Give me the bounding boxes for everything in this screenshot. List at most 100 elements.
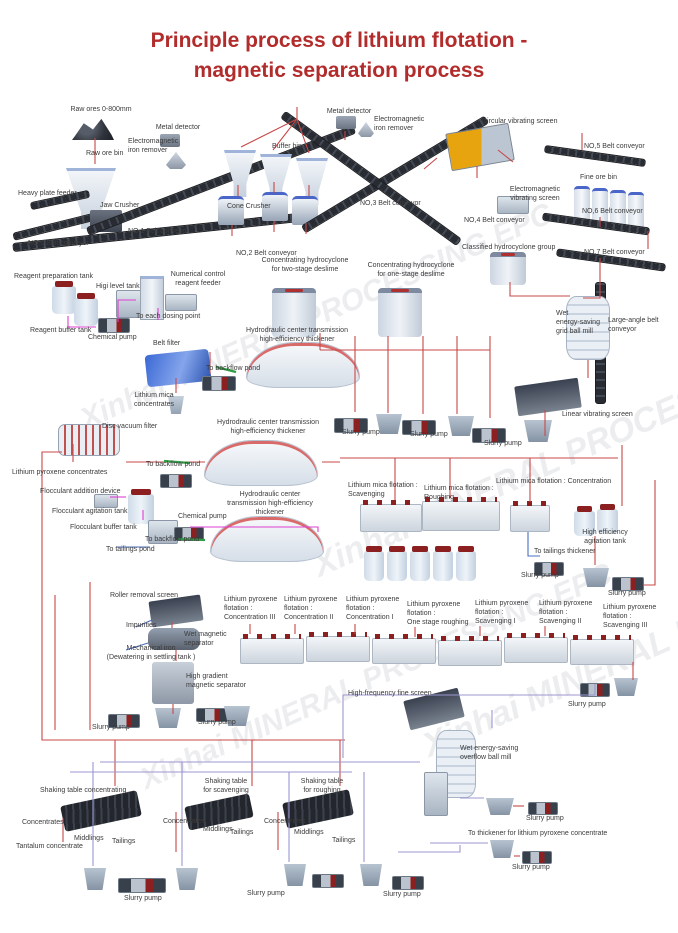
label-mechanical-iron-dewatering-in-settling-tan: Mechanical iron (Dewatering in settling … [106, 645, 196, 661]
label-electromagnetic-iron-remover: Electromagnetic iron remover [374, 116, 425, 132]
mica-concentrate-bin-shape [168, 396, 184, 414]
classified-hydrocyclone-group-shape [490, 252, 526, 285]
label-belt-filter: Belt filter [153, 340, 181, 347]
fine-ore-silo-2-shape [592, 188, 608, 224]
label-roller-removal-screen: Roller removal screen [110, 592, 179, 599]
label-reagent-preparation-tank: Reagent preparation tank [14, 273, 93, 280]
label-slurry-pump: Slurry pump [521, 572, 559, 579]
label-high-frequency-fine-screen: High-frequency fine screen [348, 690, 432, 697]
label-shaking-table-for-scavenging: Shaking table for scavenging [203, 778, 249, 794]
chemical-pump-1-shape [98, 318, 130, 333]
label-electromagnetic-iron-remover: Electromagnetic iron remover [128, 138, 179, 154]
label-buffer-bin: Buffer bin [272, 143, 302, 150]
label-no-4-belt-conveyor: NO,4 Belt conveyor [464, 217, 525, 224]
label-classified-hydrocyclone-group: Classified hydrocyclone group [462, 244, 556, 251]
feed-bin-right-shape [486, 798, 514, 815]
pyroxene-agitation-tank-5-shape [456, 546, 476, 581]
tailings-hopper-shape [583, 568, 609, 587]
label-slurry-pump: Slurry pump [526, 815, 564, 822]
label-fine-ore-bin: Fine ore bin [580, 174, 617, 181]
label-flocculant-addition-device: Flocculant addition device [40, 488, 121, 495]
label-shaking-table-for-roughing: Shaking table for roughing [300, 778, 344, 794]
label-linear-vibrating-screen: Linear vibrating screen [562, 411, 633, 418]
pyroxene-agitation-tank-2-shape [387, 546, 407, 581]
hopper-5-shape [224, 706, 250, 726]
label-slurry-pump: Slurry pump [198, 719, 236, 726]
label-disc-vacuum-filter: Disc vacuum filter [102, 423, 158, 430]
page-title: Principle process of lithium flotation -… [0, 26, 678, 87]
pyroxene-bank-2-shape [306, 632, 370, 662]
slurry-pump-h-shape [528, 802, 558, 815]
control-cabinet-shape [140, 276, 164, 320]
hopper-6-shape [614, 678, 638, 696]
label-circular-vibrating-screen: Circular vibrating screen [482, 118, 558, 125]
hopper-4-shape [155, 708, 181, 728]
hopper-2-shape [448, 416, 474, 436]
title-line-1: Principle process of lithium flotation - [150, 29, 528, 52]
label-numerical-control-reagent-feeder: Numerical control reagent feeder [170, 271, 226, 287]
bottom-bin-2-shape [176, 868, 198, 890]
label-slurry-pump: Slurry pump [342, 429, 380, 436]
slurry-pump-i-shape [522, 851, 552, 864]
fine-ore-silo-1-shape [574, 186, 590, 222]
hopper-1-shape [376, 414, 402, 434]
label-no-0-belt-conveyor: NO,0 Belt conveyor [28, 240, 89, 247]
label-concentrating-hydrocyclone-for-one-stage-d: Concentrating hydrocyclone for one-stage… [367, 262, 455, 278]
label-jaw-crusher: Jaw Crusher [100, 202, 140, 209]
wet-grid-ball-mill-shape [566, 296, 610, 360]
label-metal-detector: Metal detector [155, 124, 201, 131]
label-to-backflow-pond: To backflow pond [146, 461, 201, 468]
slurry-pump-row3-shape [472, 428, 506, 443]
label-electromagnetic-vibrating-screen: Electromagnetic vibrating screen [509, 186, 561, 202]
slurry-pump-c-shape [612, 577, 644, 591]
thickener-3-shape [210, 516, 324, 562]
mica-agitation-tank-2-shape [597, 504, 618, 534]
slurry-pump-b-shape [160, 474, 192, 488]
label-tantalum-concentrate: Tantalum concentrate [16, 843, 83, 850]
slurry-pump-d-shape [534, 562, 564, 576]
label-tailings: Tailings [230, 829, 254, 836]
label-to-backflow-pond: To backflow pond [145, 536, 200, 543]
pyroxene-bank-1-shape [240, 634, 304, 664]
mill-classifier-shape [424, 772, 448, 816]
label-cone-crusher: Cone Crusher [227, 203, 271, 210]
label-chemical-pump: Chemical pump [88, 334, 137, 341]
flocculant-agitation-tank-shape [128, 489, 154, 524]
label-lithium-mica-flotation-roughing: Lithium mica flotation : Roughing [424, 485, 494, 501]
bin-right-2-shape [490, 840, 514, 858]
overflow-ball-mill-shape [436, 730, 476, 798]
two-stage-hydrocyclone-shape [272, 288, 316, 337]
label-lithium-pyroxene-flotation-scavenging-ii: Lithium pyroxene flotation : Scavenging … [539, 600, 593, 625]
label-shaking-table-concentrating: Shaking table concentrating [40, 787, 127, 794]
pyroxene-agitation-tank-3-shape [410, 546, 430, 581]
mica-bank-roughing-shape [422, 497, 500, 531]
label-impurities: Impurities [126, 622, 157, 629]
label-flocculant-agitation-tank: Flocculant agitation tank [52, 508, 128, 515]
label-no-5-belt-conveyor: NO,5 Belt conveyor [584, 143, 645, 150]
mica-bank-scavenging-shape [360, 500, 422, 532]
label-slurry-pump: Slurry pump [512, 864, 550, 871]
pyroxene-agitation-tank-1-shape [364, 546, 384, 581]
label-large-angle-belt-conveyor: Large-angle belt conveyor [608, 317, 659, 333]
label-middlings: Middlings [74, 835, 104, 842]
title-line-2: magnetic separation process [193, 59, 485, 83]
metal-detector-2-shape [336, 116, 356, 129]
label-lithium-pyroxene-flotation-scavenging-iii: Lithium pyroxene flotation : Scavenging … [603, 604, 657, 629]
label-no-3-belt-conveyor: NO,3 Belt conveyor [360, 200, 421, 207]
label-slurry-pump: Slurry pump [124, 895, 162, 902]
pyroxene-bank-5-shape [504, 633, 568, 663]
pyroxene-agitation-tank-4-shape [433, 546, 453, 581]
label-to-tailings-pond: To tailings pond [106, 546, 155, 553]
label-slurry-pump: Slurry pump [608, 590, 646, 597]
label-raw-ore-bin: Raw ore bin [86, 150, 124, 157]
wet-magnetic-separator-shape [148, 628, 200, 650]
label-to-backflow-pond: To backflow pond [206, 365, 261, 372]
label-slurry-pump: Slurry pump [383, 891, 421, 898]
label-lithium-pyroxene-flotation-scavenging-i: Lithium pyroxene flotation : Scavenging … [475, 600, 529, 625]
label-no-1-belt-conveyor: NO,1 Belt conveyor [128, 228, 189, 235]
label-lithium-pyroxene-concentrates: Lithium pyroxene concentrates [12, 469, 108, 476]
label-concentrating-hydrocyclone-for-two-stage-d: Concentrating hydrocyclone for two-stage… [261, 257, 349, 273]
label-lithium-pyroxene-flotation-concentration-i: Lithium pyroxene flotation : Concentrati… [346, 596, 400, 621]
